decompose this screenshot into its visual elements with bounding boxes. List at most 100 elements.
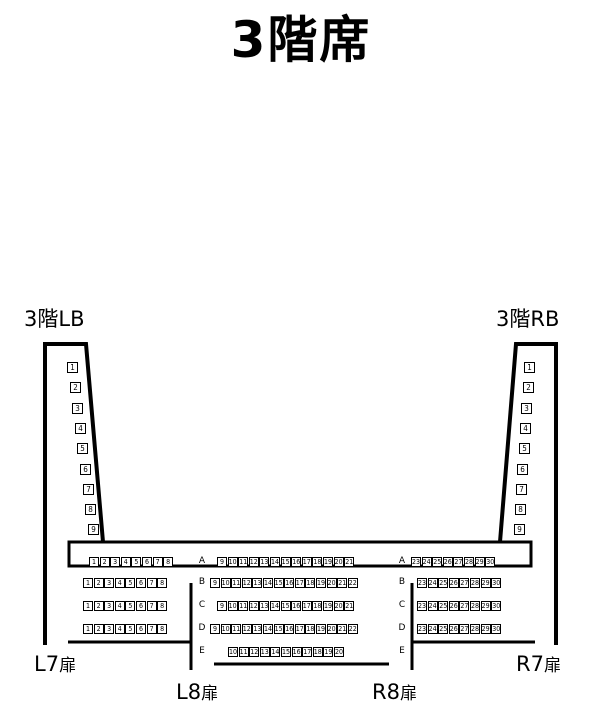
seat-B-left[interactable]: 5: [125, 578, 136, 588]
seat-A-center[interactable]: 20: [333, 557, 344, 567]
box-seat-rb[interactable]: 7: [516, 483, 527, 495]
box-seat-lb[interactable]: 7: [83, 483, 94, 495]
seat-C-center[interactable]: 14: [270, 601, 280, 611]
seat-D-right[interactable]: 27: [459, 624, 470, 634]
seat-A-right[interactable]: 25: [432, 557, 443, 567]
seat-E-center[interactable]: 20: [334, 647, 344, 657]
seat-A-left[interactable]: 4: [120, 557, 131, 567]
seat-D-center[interactable]: 16: [284, 624, 295, 634]
seat-D-left[interactable]: 5: [125, 624, 136, 634]
seat-C-center[interactable]: 12: [248, 601, 259, 611]
seat-C-right[interactable]: 28: [470, 601, 480, 611]
seat-A-center[interactable]: 11: [238, 557, 249, 567]
seat-D-left[interactable]: 3: [104, 624, 115, 634]
seat-C-center[interactable]: 11: [238, 601, 249, 611]
seat-A-left[interactable]: 1: [89, 557, 99, 567]
seat-E-center[interactable]: 16: [291, 647, 302, 657]
seat-A-center[interactable]: 12: [248, 557, 259, 567]
seat-A-right[interactable]: 24: [421, 557, 432, 567]
seat-B-center[interactable]: 13: [252, 578, 263, 588]
seat-D-center[interactable]: 17: [294, 624, 305, 634]
seat-B-center[interactable]: 17: [294, 578, 305, 588]
seat-E-center[interactable]: 19: [323, 647, 334, 657]
seat-D-center[interactable]: 22: [347, 624, 358, 634]
seat-B-right[interactable]: 25: [438, 578, 449, 588]
box-seat-rb[interactable]: 6: [517, 463, 528, 475]
seat-A-center[interactable]: 9: [217, 557, 227, 567]
seat-A-right[interactable]: 30: [485, 557, 496, 567]
seat-E-center[interactable]: 13: [259, 647, 270, 657]
seat-C-right[interactable]: 27: [459, 601, 470, 611]
seat-B-center[interactable]: 21: [337, 578, 348, 588]
seat-B-center[interactable]: 20: [326, 578, 337, 588]
seat-B-right[interactable]: 23: [417, 578, 427, 588]
seat-A-center[interactable]: 18: [312, 557, 323, 567]
seat-C-left[interactable]: 2: [93, 601, 104, 611]
seat-B-center[interactable]: 9: [210, 578, 220, 588]
seat-C-right[interactable]: 23: [417, 601, 427, 611]
box-seat-lb[interactable]: 9: [88, 524, 99, 536]
seat-C-right[interactable]: 24: [427, 601, 438, 611]
seat-D-right[interactable]: 29: [480, 624, 491, 634]
seat-D-left[interactable]: 6: [136, 624, 146, 634]
seat-B-right[interactable]: 30: [491, 578, 502, 588]
seat-D-center[interactable]: 12: [241, 624, 252, 634]
seat-B-center[interactable]: 18: [305, 578, 316, 588]
seat-A-right[interactable]: 28: [464, 557, 474, 567]
seat-D-center[interactable]: 9: [210, 624, 220, 634]
seat-B-center[interactable]: 10: [220, 578, 231, 588]
seat-C-left[interactable]: 7: [146, 601, 157, 611]
box-seat-rb[interactable]: 3: [521, 402, 532, 414]
seat-B-center[interactable]: 11: [231, 578, 242, 588]
seat-B-center[interactable]: 16: [284, 578, 295, 588]
seat-D-center[interactable]: 14: [263, 624, 273, 634]
seat-D-right[interactable]: 24: [427, 624, 438, 634]
seat-B-left[interactable]: 8: [157, 578, 168, 588]
seat-A-left[interactable]: 3: [110, 557, 121, 567]
seat-E-center[interactable]: 10: [228, 647, 238, 657]
seat-A-center[interactable]: 14: [270, 557, 280, 567]
seat-D-center[interactable]: 19: [316, 624, 326, 634]
seat-C-center[interactable]: 10: [227, 601, 238, 611]
box-seat-rb[interactable]: 4: [520, 422, 531, 434]
seat-B-left[interactable]: 1: [83, 578, 93, 588]
seat-C-left[interactable]: 3: [104, 601, 115, 611]
box-seat-lb[interactable]: 6: [80, 463, 91, 475]
box-seat-lb[interactable]: 8: [85, 504, 96, 516]
box-seat-rb[interactable]: 5: [519, 443, 530, 455]
box-seat-rb[interactable]: 2: [523, 382, 534, 394]
seat-C-center[interactable]: 13: [259, 601, 270, 611]
seat-D-center[interactable]: 10: [220, 624, 231, 634]
box-seat-lb[interactable]: 2: [70, 382, 81, 394]
seat-A-center[interactable]: 13: [259, 557, 270, 567]
seat-A-center[interactable]: 17: [301, 557, 312, 567]
seat-C-right[interactable]: 29: [480, 601, 491, 611]
box-seat-lb[interactable]: 3: [72, 402, 83, 414]
seat-D-left[interactable]: 2: [93, 624, 104, 634]
seat-A-center[interactable]: 21: [344, 557, 355, 567]
box-seat-lb[interactable]: 5: [77, 443, 88, 455]
seat-C-left[interactable]: 8: [157, 601, 168, 611]
seat-E-center[interactable]: 14: [270, 647, 281, 657]
seat-C-center[interactable]: 15: [280, 601, 291, 611]
seat-B-right[interactable]: 28: [470, 578, 480, 588]
seat-D-right[interactable]: 30: [491, 624, 502, 634]
seat-B-left[interactable]: 2: [93, 578, 104, 588]
seat-B-right[interactable]: 26: [448, 578, 459, 588]
seat-D-center[interactable]: 21: [337, 624, 348, 634]
box-seat-rb[interactable]: 1: [524, 362, 535, 373]
seat-D-center[interactable]: 18: [305, 624, 316, 634]
seat-B-center[interactable]: 19: [316, 578, 326, 588]
seat-D-left[interactable]: 4: [114, 624, 125, 634]
seat-C-center[interactable]: 17: [301, 601, 312, 611]
seat-B-left[interactable]: 4: [114, 578, 125, 588]
seat-C-right[interactable]: 25: [438, 601, 449, 611]
seat-D-center[interactable]: 15: [273, 624, 284, 634]
seat-B-right[interactable]: 27: [459, 578, 470, 588]
seat-B-center[interactable]: 14: [263, 578, 273, 588]
seat-A-right[interactable]: 26: [442, 557, 453, 567]
seat-C-left[interactable]: 6: [136, 601, 146, 611]
seat-C-center[interactable]: 21: [344, 601, 355, 611]
seat-E-center[interactable]: 12: [249, 647, 260, 657]
seat-B-center[interactable]: 12: [241, 578, 252, 588]
